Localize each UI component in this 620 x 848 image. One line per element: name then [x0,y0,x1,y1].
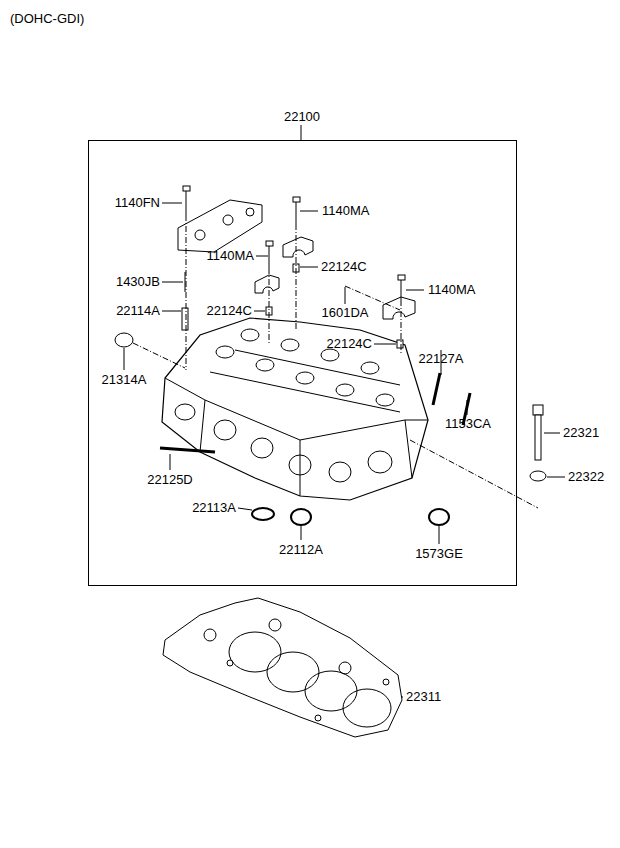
callout-number: 1601DA [322,305,369,321]
callout-number: 22124C [326,336,372,352]
callout-number: 1430JB [116,274,160,290]
callout-number: 22124C [321,259,367,275]
callout-number: 1140MA [322,203,369,219]
callout-number: 22114A [116,303,160,319]
diagram-title: (DOHC-GDI) [10,11,84,27]
callout-number: 22321 [563,425,599,441]
callout-number: 1573GE [415,546,463,562]
callout-number: 22127A [419,351,464,367]
callout-number: 1140FN [115,195,160,211]
callout-number: 1140MA [428,282,475,298]
callout-number: 22125D [147,472,193,488]
assembly-number: 22100 [284,109,320,125]
callout-number: 22311 [406,689,441,705]
callout-number: 1140MA [207,248,254,264]
callout-number: 22112A [279,542,323,558]
callout-number: 22124C [206,303,252,319]
callout-number: 1153CA [445,416,491,432]
callout-number: 22113A [192,500,236,516]
callout-number: 21314A [102,372,147,388]
callout-number: 22322 [568,469,604,485]
